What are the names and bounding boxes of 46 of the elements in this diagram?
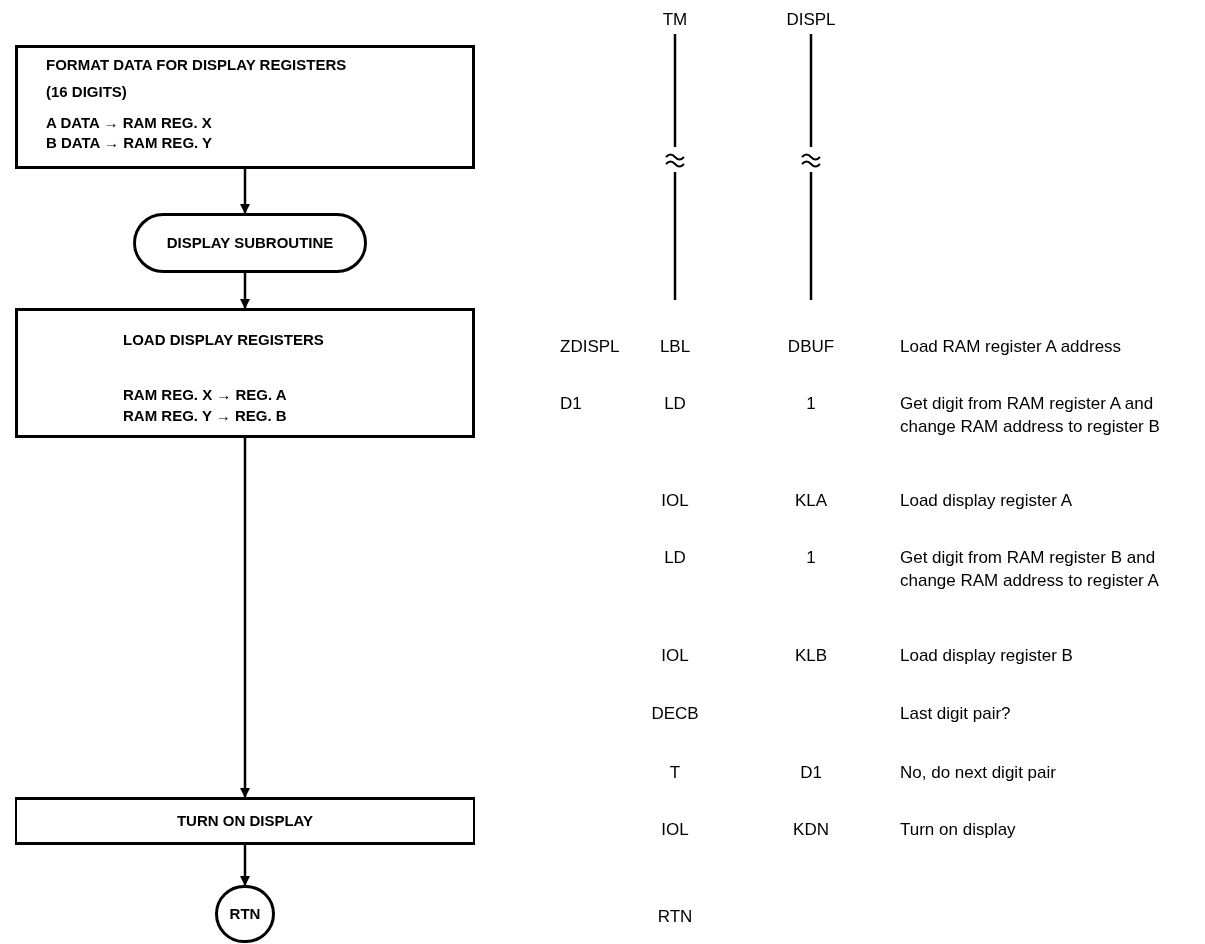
code-text: DECB <box>650 703 700 725</box>
code-text: KLA <box>793 490 829 512</box>
code-text: KLB <box>793 645 829 667</box>
code-text: LD <box>663 547 687 569</box>
arrow <box>240 169 250 214</box>
box-text: RTN <box>228 904 262 924</box>
process-box <box>15 45 475 169</box>
code-text: IOL <box>660 819 690 841</box>
arrow <box>240 845 250 886</box>
box-text: DISPLAY SUBROUTINE <box>165 233 335 253</box>
arrow <box>240 273 250 309</box>
comment-text: Load display register A <box>900 490 1073 512</box>
code-text: LBL <box>658 336 692 358</box>
code-text: 1 <box>805 547 817 569</box>
terminal-shape <box>133 213 367 273</box>
process-box <box>15 797 475 845</box>
code-text: D1 <box>799 762 823 784</box>
code-text: DBUF <box>786 336 836 358</box>
code-text: D1 <box>560 393 583 415</box>
code-text: ZDISPL <box>560 336 621 358</box>
comment-text: No, do next digit pair <box>900 762 1057 784</box>
code-text: T <box>668 762 682 784</box>
box-text: LOAD DISPLAY REGISTERS <box>123 331 325 350</box>
code-text: KDN <box>792 819 830 841</box>
box-text: (16 DIGITS) <box>46 82 128 102</box>
code-text: TM <box>661 9 689 31</box>
box-text: A DATA → RAM REG. X <box>46 113 213 133</box>
comment-text: Get digit from RAM register B and change RAM address to register A <box>900 547 1160 593</box>
box-text: RAM REG. X → REG. A <box>123 385 288 405</box>
arrow <box>240 438 250 798</box>
box-text: FORMAT DATA FOR DISPLAY REGISTERS <box>46 56 348 75</box>
comment-text: Last digit pair? <box>900 703 1012 725</box>
code-text: LD <box>663 393 687 415</box>
comment-text: Load RAM register A address <box>900 336 1123 358</box>
box-text: TURN ON DISPLAY <box>175 811 315 831</box>
code-text: DISPL <box>785 9 837 31</box>
box-text: B DATA → RAM REG. Y <box>46 134 214 153</box>
comment-text: Get digit from RAM register A and change RAM address to register B <box>900 393 1161 439</box>
box-text: RAM REG. Y → REG. B <box>123 406 288 426</box>
process-box <box>15 308 475 438</box>
code-text: RTN <box>656 906 694 928</box>
code-text: IOL <box>660 490 690 512</box>
code-text: 1 <box>805 393 817 415</box>
code-text: IOL <box>660 645 690 667</box>
comment-text: Turn on display <box>900 819 1017 841</box>
comment-text: Load display register B <box>900 645 1074 667</box>
